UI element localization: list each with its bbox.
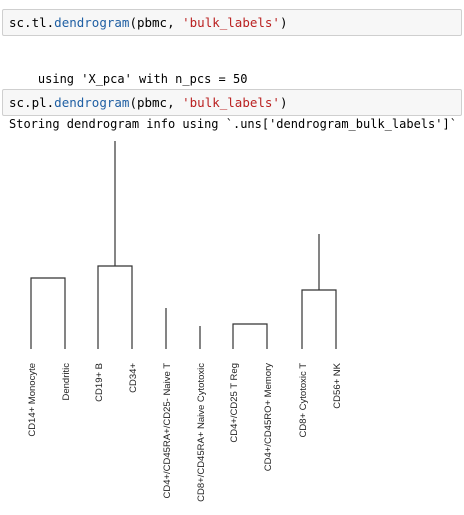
output-line-2: Storing dendrogram info using `.uns['den… [9, 117, 457, 131]
code-cell-2[interactable]: sc.pl.dendrogram(pbmc, 'bulk_labels') [2, 89, 462, 116]
leaf-label: CD4+/CD25 T Reg [229, 363, 240, 443]
cell-output: using 'X_pca' with n_pcs = 50 Storing de… [9, 42, 457, 147]
dendrogram-plot: CD14+ Monocyte Dendritic CD19+ B CD34+ CD4+/… [0, 128, 343, 502]
leaf-label: CD14+ Monocyte [27, 363, 38, 437]
code-token: 'bulk_labels' [182, 95, 280, 110]
leaf-label: CD19+ B [94, 363, 105, 402]
code-token: tl [31, 15, 47, 30]
dendrogram-link [30, 277, 66, 349]
leaf-label: Dendritic [61, 363, 72, 401]
leaf-label: CD4+/CD45RO+ Memory [263, 363, 274, 471]
leaf-label: CD8+ Cytotoxic T [298, 363, 309, 438]
code-token: sc. [9, 15, 32, 30]
code-token: 'bulk_labels' [182, 15, 280, 30]
code-token: dendrogram [54, 15, 130, 30]
dendrogram-link [232, 323, 268, 349]
code-token: (pbmc, [129, 95, 183, 110]
code-cell-1[interactable]: sc.tl.dendrogram(pbmc, 'bulk_labels') [2, 9, 462, 36]
code-token: pl [31, 95, 47, 110]
code-token: sc. [9, 95, 32, 110]
code-token: . [46, 95, 55, 110]
leaf-label: CD34+ [128, 363, 139, 393]
dendrogram-link [97, 265, 133, 349]
code-token: ) [279, 95, 288, 110]
code-token: . [46, 15, 55, 30]
dendrogram-link [301, 289, 337, 349]
leaf-label: CD4+/CD45RA+/CD25- Naive T [162, 363, 173, 499]
output-line-1: using 'X_pca' with n_pcs = 50 [9, 72, 248, 86]
code-token: ) [279, 15, 288, 30]
leaf-label: CD8+/CD45RA+ Naive Cytotoxic [196, 363, 207, 502]
leaf-label: CD56+ NK [332, 362, 343, 408]
code-token: dendrogram [54, 95, 130, 110]
code-token: (pbmc, [129, 15, 183, 30]
